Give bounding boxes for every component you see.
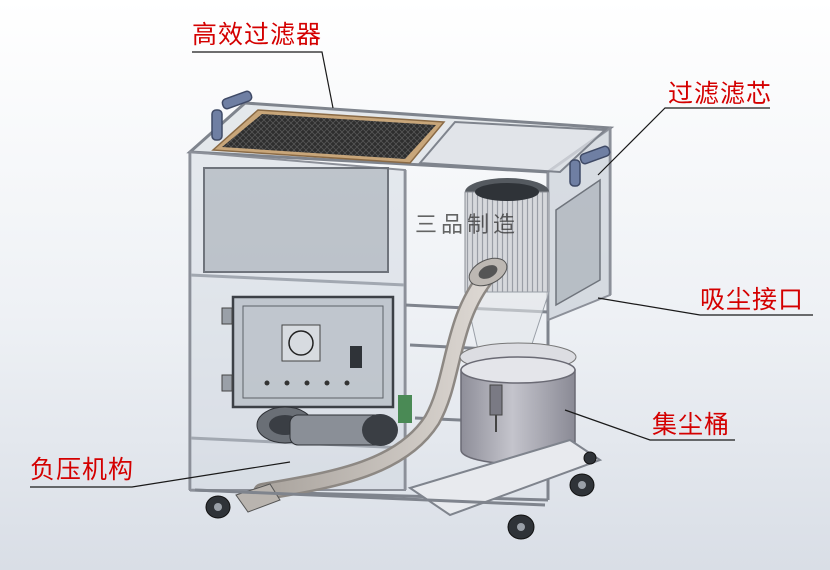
- dust-bucket: [459, 342, 577, 465]
- hose-nozzle: [235, 483, 281, 513]
- hepa-filter: [211, 109, 446, 164]
- watermark-text: 三品制造: [415, 213, 519, 238]
- label-negative-pressure-unit: 负压机构: [30, 455, 135, 484]
- hose-flange: [468, 257, 508, 287]
- handle: [211, 90, 611, 187]
- label-dust-bucket: 集尘桶: [652, 410, 731, 439]
- filter-housing: [417, 120, 608, 351]
- base-cart: [194, 438, 603, 517]
- leader-lines: [30, 51, 813, 488]
- blower-unit: [256, 395, 412, 446]
- label-hepa-filter: 高效过滤器: [192, 20, 323, 49]
- label-suction-inlet: 吸尘接口: [700, 285, 805, 314]
- label-filter-cartridge: 过滤滤芯: [668, 79, 773, 108]
- control-box: [221, 295, 395, 409]
